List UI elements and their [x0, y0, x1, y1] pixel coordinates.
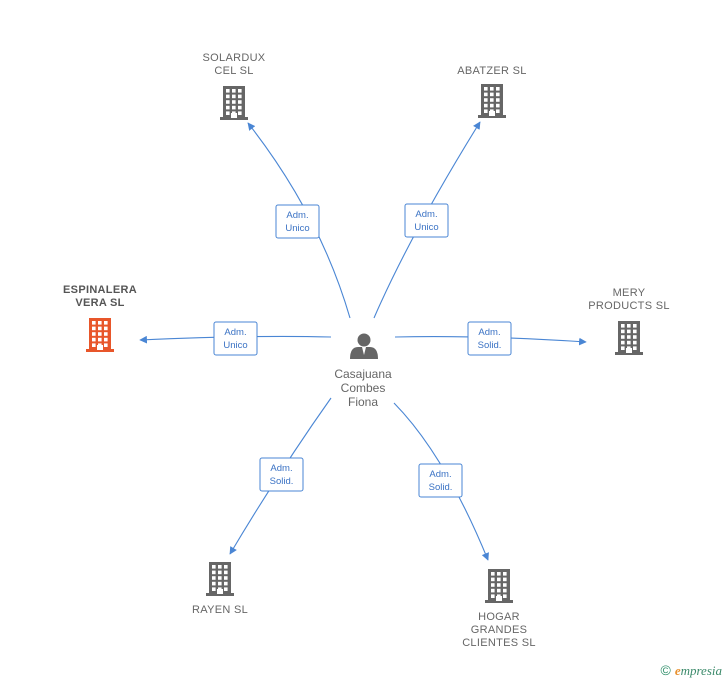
company-abatzer-building-icon[interactable]: [478, 84, 506, 118]
edge-label-line: Adm.: [429, 469, 451, 480]
brand-initial: e: [674, 663, 681, 678]
company-solardux-building-icon[interactable]: [220, 86, 248, 120]
brand-name: mpresia: [680, 663, 722, 678]
company-espinalera-building-icon[interactable]: [86, 318, 114, 352]
company-mery-building-icon[interactable]: [615, 321, 643, 355]
company-name-line: HOGAR: [478, 611, 520, 623]
edge-label-line: Adm.: [415, 209, 437, 220]
edge-label-line: Solid.: [270, 476, 294, 487]
edge-label-abatzer: Adm. Unico: [404, 203, 449, 238]
company-name-line: ESPINALERA: [63, 284, 137, 296]
company-abatzer-label[interactable]: ABATZER SL: [457, 65, 526, 77]
company-name-line: CEL SL: [214, 65, 253, 77]
company-name-line: CLIENTES SL: [462, 637, 536, 649]
edge-label-hogar: Adm. Solid.: [418, 463, 463, 498]
company-name-line: PRODUCTS SL: [588, 300, 670, 312]
edge-label-espinalera: Adm. Unico: [213, 321, 258, 356]
company-rayen-label[interactable]: RAYEN SL: [192, 604, 248, 616]
company-name-line: GRANDES: [471, 624, 528, 636]
edge-label-line: Unico: [285, 223, 309, 234]
person-icon: [350, 333, 378, 359]
company-name-line: RAYEN SL: [192, 604, 248, 616]
company-name-line: ABATZER SL: [457, 65, 526, 77]
edge-label-line: Unico: [414, 222, 438, 233]
company-hogar-building-icon[interactable]: [485, 569, 513, 603]
edge-label-line: Adm.: [478, 327, 500, 338]
edge-label-line: Adm.: [286, 210, 308, 221]
person-name-line: Casajuana: [334, 367, 392, 381]
edge-label-line: Solid.: [478, 340, 502, 351]
company-name-line: MERY: [613, 287, 646, 299]
person-name-line: Combes: [341, 381, 386, 395]
edge-label-rayen: Adm. Solid.: [259, 457, 304, 492]
empresia-watermark: ©empresia: [660, 662, 722, 679]
edge-label-solardux: Adm. Unico: [275, 204, 320, 239]
edge-label-line: Adm.: [224, 327, 246, 338]
company-rayen-building-icon[interactable]: [206, 562, 234, 596]
company-name-line: VERA SL: [75, 297, 124, 309]
person-name-line: Fiona: [348, 395, 378, 409]
edge-label-line: Solid.: [429, 482, 453, 493]
edge-label-mery: Adm. Solid.: [467, 321, 512, 356]
copyright-icon: ©: [660, 662, 671, 678]
edge-label-line: Adm.: [270, 463, 292, 474]
edge-label-line: Unico: [223, 340, 247, 351]
company-name-line: SOLARDUX: [203, 52, 266, 64]
